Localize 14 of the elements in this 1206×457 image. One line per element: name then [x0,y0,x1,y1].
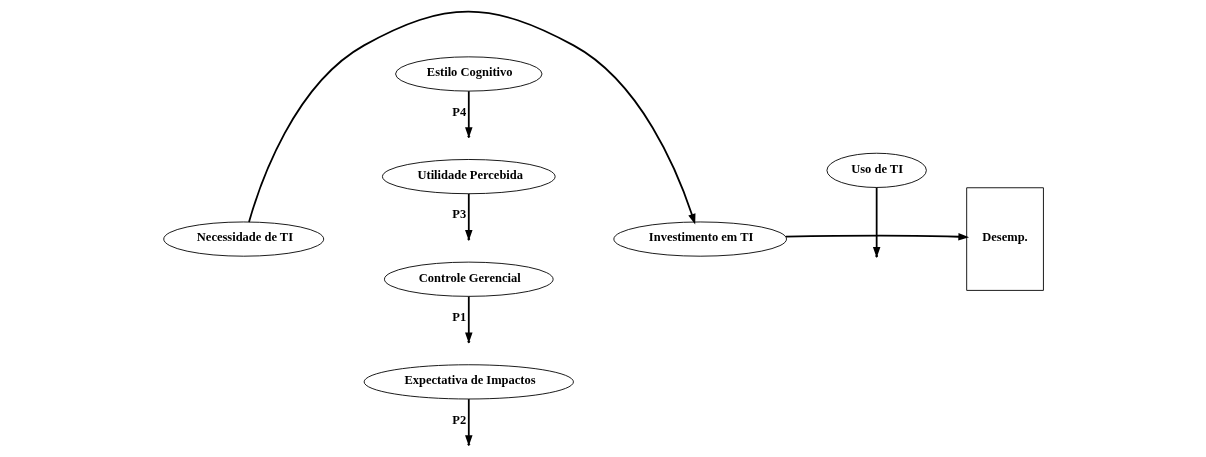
arrow [784,232,969,241]
node-box: Desemp. [965,187,1044,291]
node-ellipse: Controle Gerencial [383,261,554,297]
node-ellipse: Uso de TI [826,152,927,188]
edge-label: P2 [451,412,466,427]
node-ellipse: Utilidade Percebida [381,159,556,195]
node-ellipse: Expectativa de Impactos [363,364,574,400]
edge-label: P4 [451,104,466,119]
node-ellipse: Estilo Cognitivo [394,56,542,92]
edge-label: P1 [451,309,466,324]
arrow [247,10,695,225]
edge-label: P3 [451,207,466,222]
node-ellipse: Investimento em TI [612,221,787,257]
node-ellipse: Necessidade de TI [162,221,324,257]
